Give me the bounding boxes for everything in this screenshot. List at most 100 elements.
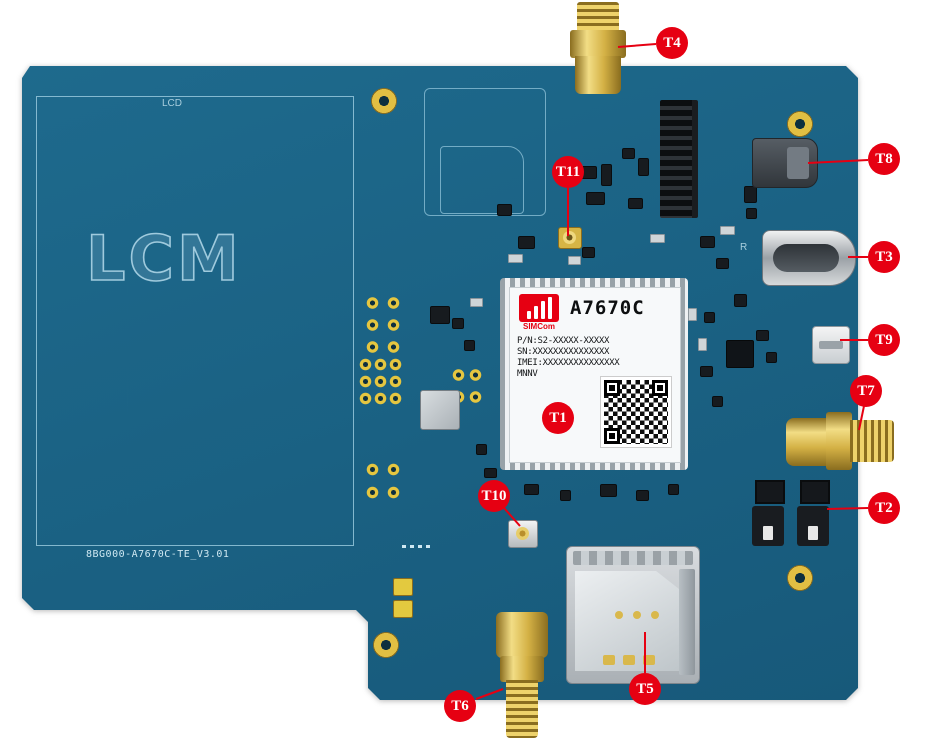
smd-component <box>688 308 697 321</box>
gold-pin <box>651 611 659 619</box>
lcd-silkscreen-label: LCD <box>162 98 183 109</box>
sma-connector-bottom-base <box>496 612 548 658</box>
smd-component <box>622 148 635 159</box>
smd-component <box>744 186 757 203</box>
smd-component <box>582 247 595 258</box>
board-version-text: 8BG000-A7670C-TE_V3.01 <box>86 549 230 560</box>
smd-component <box>704 312 715 323</box>
marker-t10: T10 <box>478 480 510 512</box>
module-imei: IMEI:XXXXXXXXXXXXXXX <box>517 358 620 368</box>
smd-component <box>430 306 450 324</box>
smd-component <box>586 192 605 205</box>
mounting-hole <box>371 88 397 114</box>
sma-connector-bottom-nut <box>500 656 544 682</box>
simcom-brand-text: SIMCom <box>523 322 555 331</box>
gold-pad <box>603 655 615 665</box>
solder-pad <box>393 578 413 596</box>
marker-t9: T9 <box>868 324 900 356</box>
smd-component <box>560 490 571 501</box>
through-hole-pads <box>362 292 404 358</box>
sma-connector-top-threads <box>577 2 619 34</box>
sma-connector-right-threads <box>850 420 894 462</box>
gold-pin <box>615 611 623 619</box>
sma-connector-top-base <box>575 56 621 94</box>
module-model-text: A7670C <box>570 297 645 319</box>
marker-t7: T7 <box>850 375 882 407</box>
smd-component <box>700 366 713 377</box>
switch-slider <box>808 526 818 540</box>
module-extra-line: MNNV <box>517 369 538 379</box>
button-cap <box>516 527 529 540</box>
sd-slot-outline <box>424 88 546 216</box>
slide-switch <box>797 506 829 546</box>
through-hole-pads <box>362 458 404 504</box>
marker-t1: T1 <box>542 402 574 434</box>
marker-t5: T5 <box>629 673 661 705</box>
sd-card-outline <box>440 146 524 214</box>
usb-c-connector <box>762 230 856 286</box>
module-serial-number: SN:XXXXXXXXXXXXXXX <box>517 347 610 357</box>
ic-chip <box>420 390 460 430</box>
sim-card-slot <box>566 546 700 684</box>
lcd-frame <box>36 96 354 546</box>
smd-component <box>508 254 523 263</box>
smd-component <box>700 236 715 248</box>
smd-component <box>712 396 723 407</box>
smd-component <box>636 490 649 501</box>
sma-connector-right-nut <box>826 412 852 470</box>
module-part-number: P/N:S2-XXXXX-XXXXX <box>517 336 610 346</box>
sim-tray <box>575 571 679 671</box>
lcm-text: LCM <box>85 221 242 296</box>
sim-ejector-bar <box>679 569 695 675</box>
sim-contacts <box>573 551 693 565</box>
smd-component <box>746 208 757 219</box>
smd-component <box>650 234 665 243</box>
smd-component <box>568 256 581 265</box>
mounting-hole <box>373 632 399 658</box>
speaker-connector <box>812 326 850 364</box>
silkscreen-dashes <box>402 545 430 548</box>
smd-component <box>698 338 707 351</box>
smd-component <box>756 330 769 341</box>
qr-finder <box>604 428 620 444</box>
pin-header <box>660 100 698 218</box>
smd-component <box>720 226 735 235</box>
qr-code <box>600 376 672 448</box>
mounting-hole <box>787 111 813 137</box>
ic-chip <box>726 340 754 368</box>
smd-component <box>716 258 729 269</box>
smd-component <box>476 444 487 455</box>
sma-connector-bottom-threads <box>506 680 538 738</box>
smd-component <box>668 484 679 495</box>
ipex-center <box>563 231 576 244</box>
switch-cap <box>755 480 785 504</box>
marker-t2: T2 <box>868 492 900 524</box>
through-hole-pads <box>358 356 403 407</box>
smd-component <box>484 468 497 478</box>
sma-connector-right-base <box>786 418 830 466</box>
smd-component <box>600 484 617 497</box>
smd-component <box>638 158 649 176</box>
test-button <box>508 520 538 548</box>
smd-component <box>628 198 643 209</box>
marker-t4: T4 <box>656 27 688 59</box>
smd-component <box>518 236 535 249</box>
r-silkscreen-label: R <box>740 242 748 253</box>
gold-pin <box>633 611 641 619</box>
sma-connector-top-nut <box>570 30 626 58</box>
mounting-hole <box>787 565 813 591</box>
usb-c-opening <box>773 244 839 272</box>
switch-cap <box>800 480 830 504</box>
marker-t3: T3 <box>868 241 900 273</box>
smd-component <box>452 318 464 329</box>
qr-finder <box>652 380 668 396</box>
edge-connector <box>752 138 818 188</box>
edge-connector-tab <box>787 147 809 179</box>
connector-slot <box>819 341 843 349</box>
qr-finder <box>604 380 620 396</box>
smd-component <box>601 164 612 186</box>
switch-slider <box>763 526 773 540</box>
marker-t6: T6 <box>444 690 476 722</box>
smd-component <box>524 484 539 495</box>
